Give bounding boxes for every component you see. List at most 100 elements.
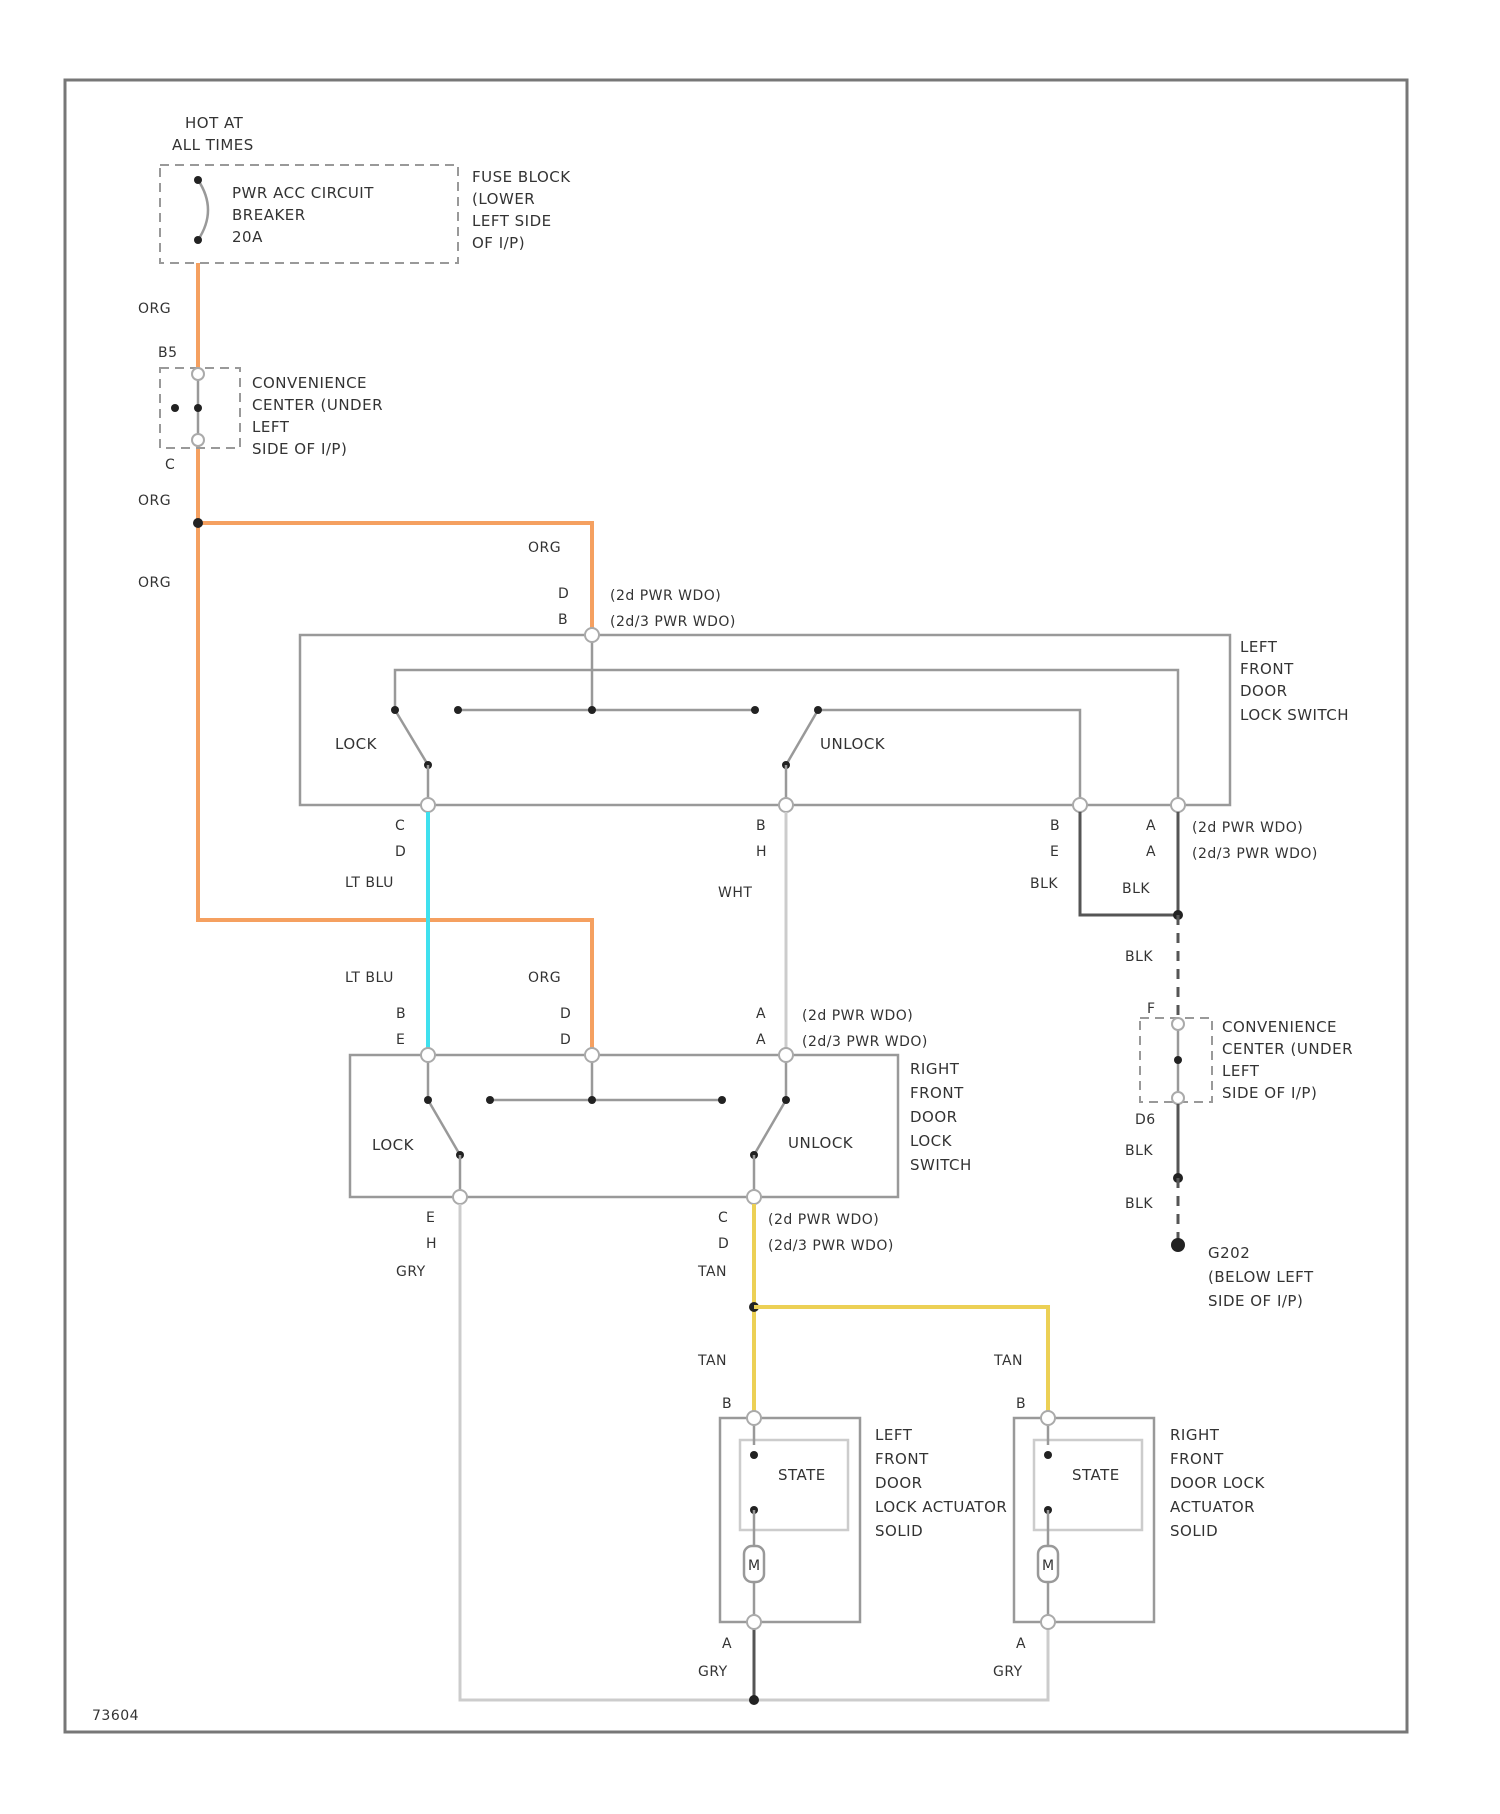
hot-at-label-1: HOT AT [185,114,244,132]
org-label-5: ORG [528,970,561,986]
left-switch-contact-right [751,706,759,714]
right-switch-pin-e [453,1190,467,1204]
right-unlock-pivot [782,1096,790,1104]
left-switch-contact-left [454,706,462,714]
right-switch-pin-b [421,1048,435,1062]
cc-right-label-1: CONVENIENCE [1222,1018,1337,1036]
cc-top-pin-b5: B5 [158,345,178,361]
right-unlock-blade [754,1100,786,1155]
left-switch-pin-e [1073,798,1087,812]
blk-wire-left-switch-e [1080,812,1178,915]
cc-top-label-4: SIDE OF I/P) [252,440,347,458]
right-actuator-pin-b [1041,1411,1055,1425]
tan-label-1: TAN [697,1264,727,1280]
right-switch-pin-b-2: E [396,1032,405,1048]
left-actuator-label-2: FRONT [875,1450,929,1468]
fuse-block: HOT AT ALL TIMES PWR ACC CIRCUIT BREAKER… [160,114,571,263]
right-actuator-label-2: FRONT [1170,1450,1224,1468]
diagram-id: 73604 [92,1708,139,1724]
fuse-block-boundary [160,165,458,263]
cc-right-terminal-out [1172,1092,1184,1104]
cc-top-terminal-out [192,434,204,446]
gry-splice [749,1695,759,1705]
blk-label-3: BLK [1125,949,1153,965]
left-actuator-pin-b-label: B [722,1396,732,1412]
cc-right-node [1174,1056,1182,1064]
circuit-breaker-symbol [198,180,208,240]
breaker-label-1: PWR ACC CIRCUIT [232,184,374,202]
cc-top-terminal-in [192,368,204,380]
hot-at-label-2: ALL TIMES [172,136,254,154]
right-lock-blade [428,1100,460,1155]
cc-right-terminal-in [1172,1018,1184,1030]
right-actuator-state: STATE [1072,1466,1120,1484]
convenience-center-right: F D6 CONVENIENCE CENTER (UNDER LEFT SIDE… [1125,1001,1353,1245]
left-switch-unlock-bus [818,710,1080,805]
cc-right-label-2: CENTER (UNDER [1222,1040,1353,1058]
org-label-2: ORG [138,493,171,509]
cc-top-label-2: CENTER (UNDER [252,396,383,414]
right-switch-contact-left [486,1096,494,1104]
left-actuator-pin-b [747,1411,761,1425]
left-switch-pin-c-1: C [395,818,405,834]
org-label-3: ORG [138,575,171,591]
cc-top-label-1: CONVENIENCE [252,374,367,392]
cc-right-label-3: LEFT [1222,1062,1260,1080]
left-switch-label-1: LEFT [1240,638,1278,656]
right-actuator-motor-label: M [1042,1558,1055,1574]
left-switch-pin-e-2: E [1050,844,1059,860]
left-switch-lock-label: LOCK [335,735,378,753]
left-switch-pin-c-2: D [395,844,406,860]
right-switch-pin-a-2: A [756,1032,766,1048]
left-switch-pin-b-2: H [756,844,767,860]
ground-g202: G202 (BELOW LEFT SIDE OF I/P) [1171,1238,1314,1310]
convenience-center-top: B5 C CONVENIENCE CENTER (UNDER LEFT SIDE… [158,345,383,473]
blk-label-4: BLK [1125,1143,1153,1159]
left-switch-top-variant-1: (2d PWR WDO) [610,588,721,604]
right-switch-pin-c [747,1190,761,1204]
ground-label-2: (BELOW LEFT [1208,1268,1314,1286]
left-actuator-label-3: DOOR [875,1474,923,1492]
blk-label-1: BLK [1030,876,1058,892]
left-switch-top-pin-2: B [558,612,568,628]
right-switch-label-2: FRONT [910,1084,964,1102]
wht-label: WHT [718,885,752,901]
org-label-4: ORG [528,540,561,556]
breaker-terminal-top [194,176,202,184]
cc-top-pin-c: C [165,457,175,473]
lt-blu-label-1: LT BLU [345,875,394,891]
right-switch-a-variant-1: (2d PWR WDO) [802,1008,913,1024]
tan-label-2: TAN [697,1353,727,1369]
right-switch-label-5: SWITCH [910,1156,972,1174]
fuse-block-label-4: OF I/P) [472,234,525,252]
cc-right-label-4: SIDE OF I/P) [1222,1084,1317,1102]
left-switch-label-3: DOOR [1240,682,1288,700]
org-splice [193,518,203,528]
right-front-door-lock-actuator: STATE M B A RIGHT FRONT DOOR LOCK ACTUAT… [1014,1396,1265,1652]
left-actuator-motor-label: M [748,1558,761,1574]
left-switch-pin-a-2: A [1146,844,1156,860]
cc-top-label-3: LEFT [252,418,290,436]
cc-right-pin-f: F [1147,1001,1156,1017]
blk-label-2: BLK [1122,881,1150,897]
breaker-label-2: BREAKER [232,206,306,224]
left-lock-blade [395,710,428,765]
right-switch-pin-d [585,1048,599,1062]
org-wire-main [198,440,592,1055]
blk-label-5: BLK [1125,1196,1153,1212]
cc-top-node [194,404,202,412]
left-switch-contact-mid [588,706,596,714]
right-switch-label-4: LOCK [910,1132,953,1150]
left-lock-pivot [391,706,399,714]
left-switch-a-variant-1: (2d PWR WDO) [1192,820,1303,836]
left-switch-label-2: FRONT [1240,660,1294,678]
right-switch-contact-mid [588,1096,596,1104]
right-switch-label-1: RIGHT [910,1060,960,1078]
left-switch-pin-a-1: A [1146,818,1156,834]
right-switch-label-3: DOOR [910,1108,958,1126]
right-actuator-pin-a-label: A [1016,1636,1026,1652]
right-actuator-label-5: SOLID [1170,1522,1218,1540]
left-switch-pin-e-1: B [1050,818,1060,834]
right-actuator-pin-b-label: B [1016,1396,1026,1412]
right-switch-pin-d-2: D [560,1032,571,1048]
